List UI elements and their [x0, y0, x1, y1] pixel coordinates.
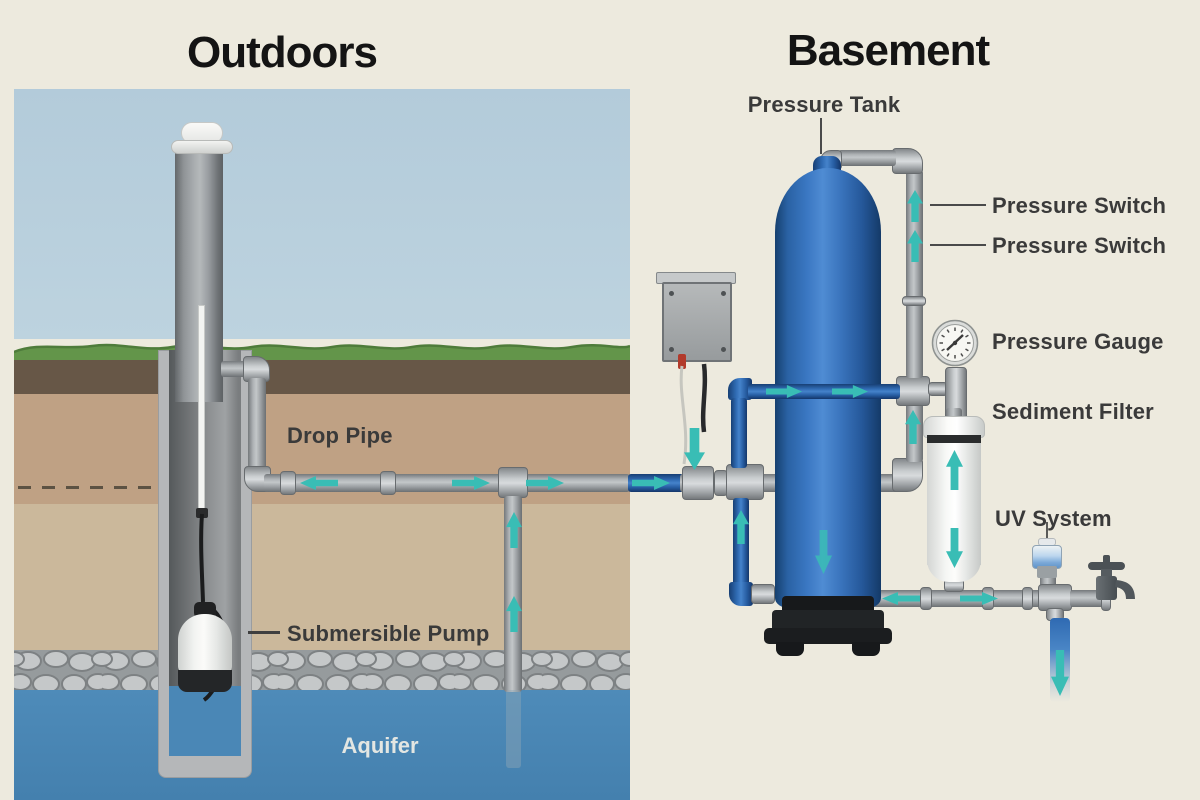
section-title-outdoors: Outdoors: [187, 28, 378, 77]
sky-background: [14, 89, 630, 339]
tank-inlet-elbow-top: [728, 378, 752, 400]
tank-base-collar: [782, 596, 874, 614]
sediment-filter-ring: [927, 435, 981, 444]
sediment-filter-bottom: [927, 560, 981, 582]
label-pressure-tank: Pressure Tank: [747, 92, 901, 117]
pitless-down-pipe: [248, 378, 266, 470]
label-submersible-pump: Submersible Pump: [287, 621, 490, 646]
pressure-gauge-dial: [931, 319, 979, 367]
soil-layer-lower: [14, 504, 630, 652]
leader-line: [248, 631, 280, 634]
gauge-cross-fitting: [896, 376, 930, 406]
screw-icon: [721, 347, 726, 352]
grass-band: [14, 343, 630, 360]
faucet: [1088, 555, 1135, 600]
tank-drain-elbow: [729, 582, 753, 606]
submersible-pump-body: [178, 614, 232, 674]
label-uv-system: UV System: [995, 506, 1112, 531]
faucet-tee-fitting: [1038, 584, 1072, 611]
label-drop-pipe: Drop Pipe: [287, 423, 393, 448]
label-sediment-filter: Sediment Filter: [992, 399, 1154, 424]
pipe-coupling: [280, 471, 296, 495]
submersible-pump-band: [178, 670, 232, 692]
tank-base-stub: [751, 584, 775, 604]
screw-icon: [669, 347, 674, 352]
aquifer-feed-pipe-submerged: [506, 690, 521, 768]
tank-inlet-pipe-top: [748, 384, 900, 399]
control-wires: [678, 354, 708, 465]
tank-top-pipe: [838, 150, 896, 166]
tank-foot: [852, 642, 880, 656]
riser-elbow-bottom: [892, 458, 923, 492]
pipe-coupling: [380, 471, 396, 495]
tank-base-mid: [772, 610, 884, 632]
switch-riser-pipe: [906, 170, 923, 378]
leader-line: [930, 204, 986, 206]
screw-icon: [669, 291, 674, 296]
soil-layer-dark: [14, 356, 630, 394]
tank-inlet-riser-upper: [731, 398, 747, 468]
drop-pipe: [198, 305, 205, 512]
wire-tee-fitting: [682, 466, 714, 500]
section-title-basement: Basement: [786, 26, 990, 75]
uv-device-base: [1037, 566, 1057, 578]
label-pressure-switch-1: Pressure Switch: [992, 193, 1167, 218]
well-cap-lip: [171, 140, 233, 154]
aquifer-water: [14, 690, 630, 800]
pipe-coupling: [902, 296, 926, 306]
pipe-coupling: [1022, 587, 1033, 610]
label-aquifer: Aquifer: [341, 733, 419, 758]
tank-base-flange: [764, 628, 892, 644]
leader-line: [930, 244, 986, 246]
label-pressure-switch-2: Pressure Switch: [992, 233, 1167, 258]
screw-icon: [721, 291, 726, 296]
buried-supply-pipe: [264, 474, 630, 492]
uv-antenna: [1046, 522, 1048, 542]
tank-foot: [776, 642, 804, 656]
casing-outlet-stub: [221, 361, 249, 377]
gravel-stones-band: [14, 650, 630, 696]
label-pressure-gauge: Pressure Gauge: [992, 329, 1164, 354]
pipe-coupling: [920, 587, 932, 610]
pitless-elbow-top: [243, 356, 270, 382]
leader-line: [820, 118, 822, 154]
drop-pipe-fitting: [196, 508, 208, 518]
riser-elbow-top: [892, 148, 923, 174]
aquifer-tee-fitting: [498, 467, 528, 498]
